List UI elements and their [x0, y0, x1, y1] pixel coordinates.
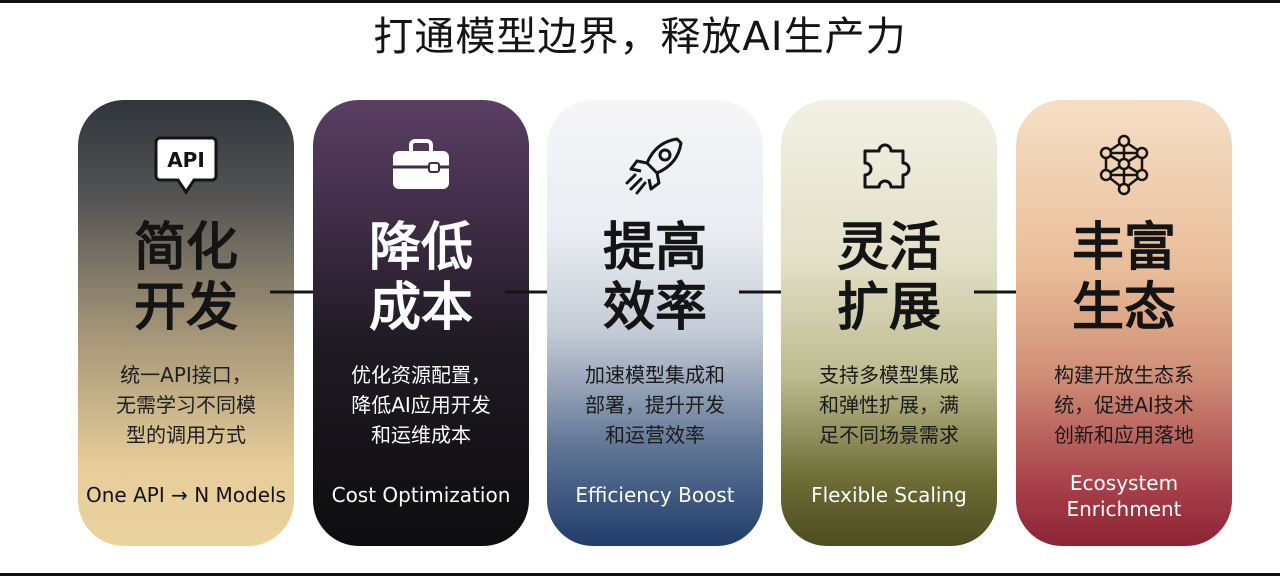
card-description: 构建开放生态系 统，促进AI技术 创新和应用落地 — [1054, 363, 1194, 447]
svg-text:API: API — [167, 148, 205, 172]
card-simplify-development: API 简化 开发 统一API接口， 无需学习不同模 型的调用方式 One AP… — [78, 100, 294, 546]
card-english-label: Flexible Scaling — [811, 483, 967, 507]
card-improve-efficiency: 提高 效率 加速模型集成和 部署，提升开发 和运营效率 Efficiency B… — [547, 100, 763, 546]
card-description: 优化资源配置， 降低AI应用开发 和运维成本 — [351, 363, 491, 447]
card-heading: 丰富 生态 — [1071, 218, 1176, 338]
card-description: 统一API接口， 无需学习不同模 型的调用方式 — [116, 363, 256, 447]
rocket-icon — [547, 130, 763, 200]
card-rich-ecosystem: 丰富 生态 构建开放生态系 统，促进AI技术 创新和应用落地 Ecosystem… — [1016, 100, 1232, 546]
toolbox-icon — [313, 130, 529, 200]
top-border — [0, 0, 1280, 3]
card-english-label: Ecosystem Enrichment — [1066, 471, 1182, 521]
card-heading: 简化 开发 — [133, 218, 238, 338]
card-flexible-scaling: 灵活 扩展 支持多模型集成 和弹性扩展，满 足不同场景需求 Flexible S… — [781, 100, 997, 546]
card-description: 支持多模型集成 和弹性扩展，满 足不同场景需求 — [819, 363, 959, 447]
card-english-label: One API → N Models — [86, 483, 286, 507]
card-reduce-cost: 降低 成本 优化资源配置， 降低AI应用开发 和运维成本 Cost Optimi… — [313, 100, 529, 546]
card-english-label: Cost Optimization — [331, 483, 511, 507]
api-chat-icon: API — [78, 130, 294, 200]
page-title: 打通模型边界，释放AI生产力 — [373, 14, 907, 60]
network-icon — [1016, 130, 1232, 200]
card-english-label: Efficiency Boost — [575, 483, 735, 507]
bottom-border — [0, 573, 1280, 576]
card-heading: 提高 效率 — [602, 218, 707, 338]
puzzle-icon — [781, 130, 997, 200]
card-description: 加速模型集成和 部署，提升开发 和运营效率 — [585, 363, 725, 447]
card-heading: 灵活 扩展 — [836, 218, 941, 338]
card-heading: 降低 成本 — [368, 218, 473, 338]
